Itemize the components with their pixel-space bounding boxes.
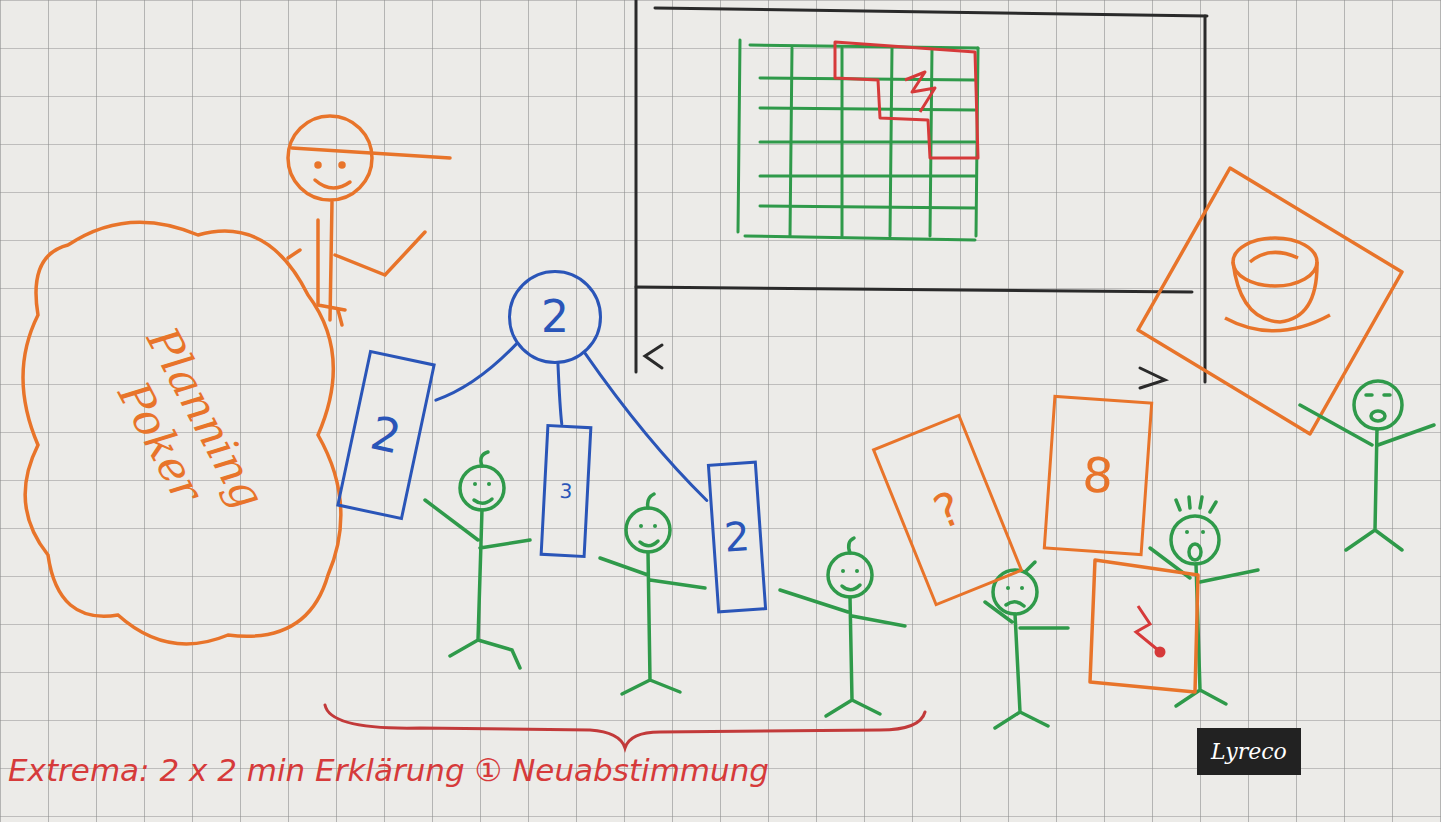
poker-card: 3 — [540, 424, 593, 558]
board-table — [738, 40, 978, 240]
count-circle: 2 — [508, 270, 602, 364]
team-figures — [425, 381, 1434, 728]
card-value: 2 — [366, 406, 406, 464]
card-value: 2 — [723, 513, 752, 561]
coffee-card — [1138, 168, 1402, 434]
cloud-shape: Planning Poker — [8, 205, 358, 655]
note-text: Extrema: 2 x 2 min Erklärung ① Neuabstim… — [8, 752, 769, 788]
title-text: Planning Poker — [80, 296, 287, 564]
brace — [325, 705, 925, 748]
card-value: ? — [926, 481, 968, 539]
poker-card: 8 — [1043, 395, 1154, 557]
highlight-area — [835, 42, 978, 158]
card-value: 8 — [1081, 447, 1115, 504]
brace-connector — [585, 353, 707, 500]
card-value: 3 — [559, 479, 573, 503]
brace-connector — [436, 344, 517, 400]
brand-logo: Lyreco — [1197, 728, 1301, 775]
card-back-piece — [1090, 560, 1198, 692]
lightning-mark — [1136, 606, 1164, 656]
cloud-path — [23, 222, 341, 644]
poker-card: 2 — [707, 460, 767, 613]
card-value: 2 — [541, 292, 569, 343]
brace-connector — [558, 364, 562, 424]
moderator-figure — [288, 116, 450, 325]
board — [636, 0, 1207, 388]
